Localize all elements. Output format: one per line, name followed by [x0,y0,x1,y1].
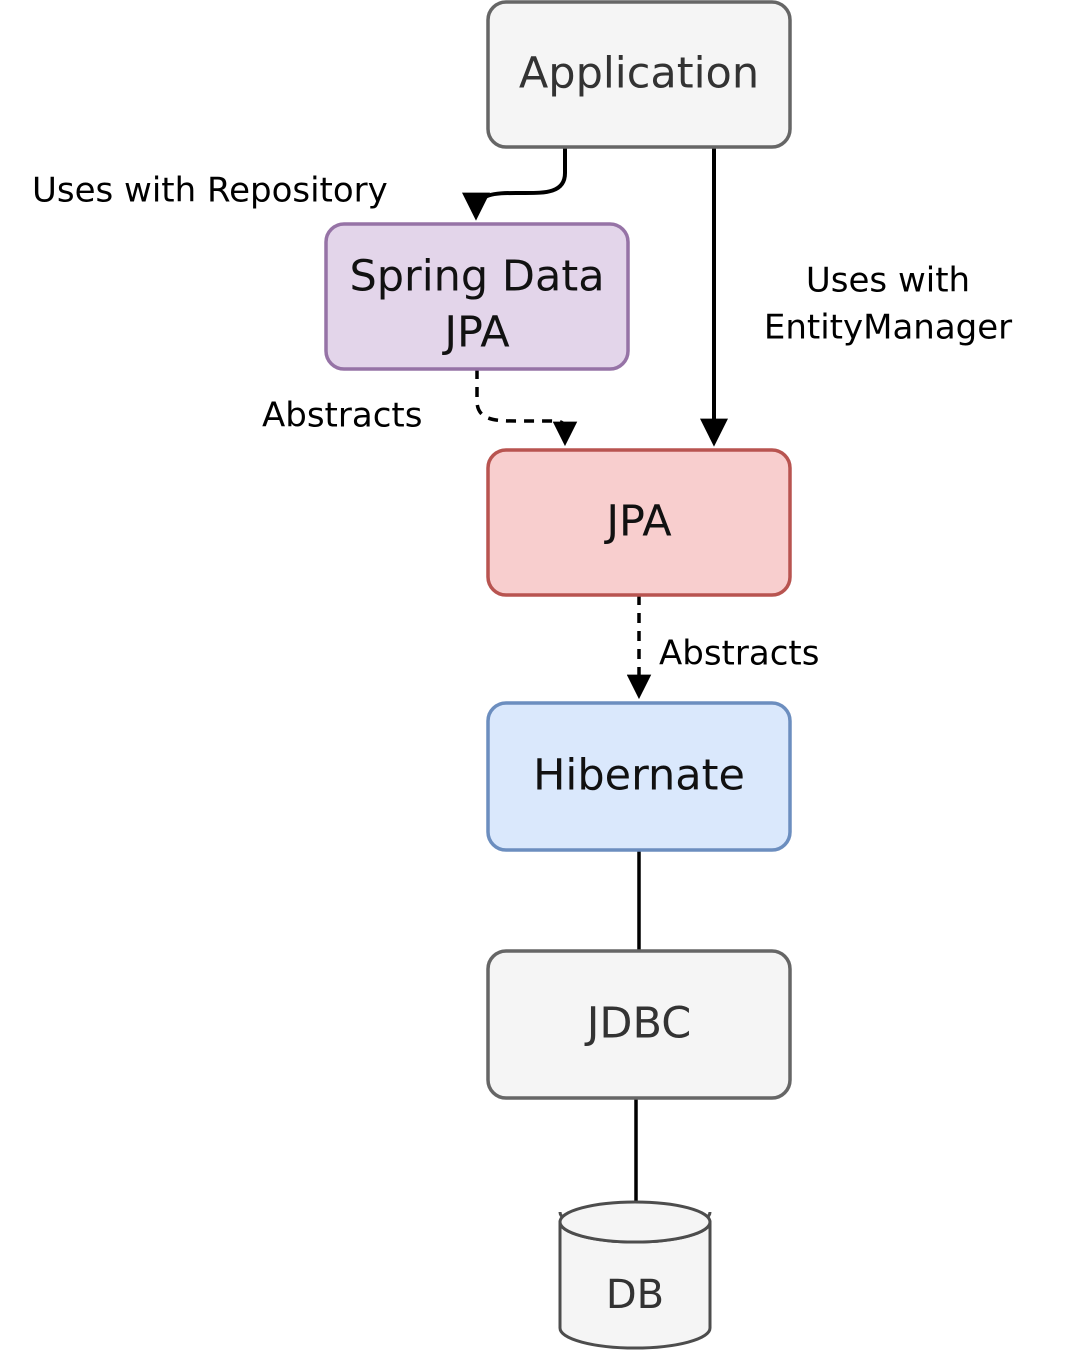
node-shape-db-top [558,1200,712,1244]
node-shape-application [486,0,792,149]
node-label-spring-data-jpa-line2: JPA [441,308,510,358]
node-db[interactable]: DB [558,1200,712,1350]
node-shape-spring-data-jpa [324,222,630,371]
node-label-hibernate: Hibernate [533,751,745,801]
edge-label-uses-with-entitymanager-line2: EntityManager [764,308,1012,348]
edge-label-abstracts-jpa-to-hibernate: Abstracts [659,634,819,674]
edge-path-app-to-spring-data-jpa [462,147,567,221]
edge-app-to-jpa[interactable]: Uses with EntityManager [700,147,1012,447]
edge-label-uses-with-repository: Uses with Repository [32,171,388,211]
edge-jpa-to-hibernate[interactable]: Abstracts [626,595,819,700]
node-application[interactable]: Application [486,0,792,149]
node-shape-jdbc [486,949,792,1100]
node-spring-data-jpa[interactable]: Spring Data JPA [324,222,630,371]
node-shape-db-body [558,1220,712,1350]
edge-app-to-spring-data-jpa[interactable]: Uses with Repository [32,147,567,221]
node-shape-hibernate [486,701,792,852]
edge-path-spring-data-jpa-to-jpa [475,369,578,447]
edge-label-abstracts-spring-to-jpa: Abstracts [262,396,422,436]
node-shape-jpa [486,448,792,597]
node-jpa[interactable]: JPA [486,448,792,597]
node-label-application: Application [519,49,759,99]
node-label-spring-data-jpa-line1: Spring Data [349,252,604,302]
node-jdbc[interactable]: JDBC [486,949,792,1100]
edge-label-uses-with-entitymanager-line1: Uses with [806,261,970,301]
node-label-jdbc: JDBC [584,999,692,1049]
node-label-jpa: JPA [603,497,672,547]
node-hibernate[interactable]: Hibernate [486,701,792,852]
edge-spring-data-jpa-to-jpa[interactable]: Abstracts [262,369,578,447]
node-label-db: DB [606,1272,664,1318]
